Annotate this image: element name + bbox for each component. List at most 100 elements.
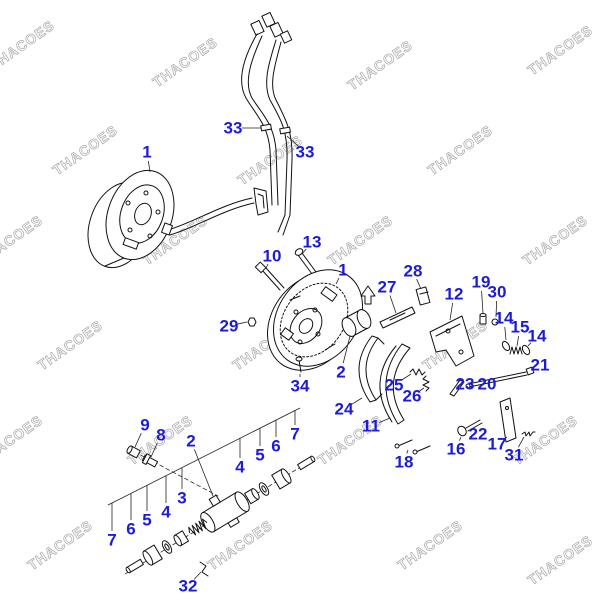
spring-3 (188, 518, 208, 536)
clip-32 (199, 561, 209, 577)
callout-label: 3 (177, 489, 186, 508)
wheel-cylinder (341, 309, 372, 337)
leader-line (379, 417, 391, 423)
brake-shoe-11 (379, 343, 411, 425)
callout-label: 19 (472, 273, 491, 292)
leader-line (147, 160, 151, 173)
washer-30 (491, 318, 499, 326)
cup-5-left (161, 540, 173, 554)
leader-line (516, 335, 519, 347)
direction-arrow-icon (360, 285, 376, 305)
callout-label: 29 (220, 317, 239, 336)
callout-bracket-line (107, 407, 301, 506)
adjuster-bar-27 (379, 306, 416, 329)
backing-plate (266, 269, 364, 371)
boot-6-right (271, 468, 292, 490)
callout-label: 24 (335, 400, 354, 419)
callout-label: 15 (511, 318, 530, 337)
leader-line (286, 135, 299, 147)
spring-31 (521, 431, 536, 437)
rod-20 (465, 371, 528, 389)
cup-16 (457, 425, 467, 437)
cylinder-body-2 (200, 491, 250, 533)
leader-line (237, 321, 248, 325)
callout-label: 34 (291, 377, 310, 396)
bolt-34 (295, 356, 303, 373)
callout-label: 1 (142, 143, 151, 162)
leader-line (419, 387, 425, 392)
pin-7-right (297, 455, 316, 471)
leader-line (449, 302, 454, 321)
pin-19 (479, 313, 487, 325)
callout-label: 6 (271, 437, 280, 456)
leader-line (193, 571, 202, 580)
callout-label: 32 (179, 577, 198, 596)
callout-label: 8 (156, 426, 165, 445)
cable-clips (260, 123, 291, 135)
brake-drum-assembly (87, 169, 175, 269)
callout-label: 20 (478, 375, 497, 394)
leader-line (504, 326, 507, 341)
pin-7-left (125, 558, 144, 574)
callout-label: 14 (495, 309, 514, 328)
callout-label: 28 (404, 262, 423, 281)
leader-line (518, 436, 525, 448)
leader-line (134, 433, 142, 448)
spring-15 (509, 346, 523, 355)
spring-25 (409, 368, 426, 376)
spring-26 (422, 375, 430, 392)
clip-21 (525, 366, 535, 376)
cable-bracket (253, 187, 269, 216)
leader-line (351, 397, 363, 405)
callout-label: 18 (395, 453, 414, 472)
callout-label: 11 (362, 417, 380, 436)
callout-label: 26 (403, 387, 422, 406)
bleeder-cap-9 (126, 445, 141, 459)
callout-label: 4 (161, 503, 171, 522)
callout-label: 27 (378, 278, 397, 297)
callout-label: 17 (488, 435, 507, 454)
callout-label: 4 (235, 458, 245, 477)
cup-5-right (258, 482, 270, 496)
washer-14b (521, 344, 531, 356)
leader-lines (107, 127, 533, 580)
leader-line (265, 263, 269, 269)
callout-label: 33 (296, 143, 315, 162)
leader-line (301, 248, 307, 255)
bolt-10 (254, 261, 285, 291)
callout-label: 30 (488, 283, 507, 302)
leader-line (481, 290, 484, 314)
leader-line (527, 342, 532, 347)
strut-23 (449, 379, 465, 397)
boot-6-left (142, 544, 163, 566)
piston-4-left (173, 530, 190, 547)
leader-line (150, 443, 158, 458)
callout-label: 31 (505, 446, 524, 465)
piston-4-right (244, 488, 260, 505)
washer-14 (501, 340, 511, 352)
callout-label: 12 (445, 285, 464, 304)
callout-label: 1 (338, 261, 347, 280)
pins-18 (394, 439, 431, 455)
bleeder-screw-8 (141, 453, 159, 468)
callout-label: 5 (255, 446, 264, 465)
leader-line (193, 449, 214, 497)
nut-29 (247, 317, 257, 327)
parking-lever-12 (429, 315, 475, 367)
pin-22 (465, 419, 483, 432)
callout-label: 6 (126, 520, 135, 539)
callout-label: 9 (140, 416, 149, 435)
callout-label: 14 (528, 327, 547, 346)
leader-line (401, 373, 412, 381)
cable-connectors (250, 11, 293, 44)
callout-label: 5 (142, 511, 151, 530)
leader-line (459, 436, 462, 441)
callout-label: 22 (469, 425, 488, 444)
callout-label: 2 (336, 363, 345, 382)
leader-line (342, 335, 351, 364)
leader-line (495, 300, 498, 318)
callout-label: 10 (263, 247, 282, 266)
leader-line (406, 449, 409, 454)
